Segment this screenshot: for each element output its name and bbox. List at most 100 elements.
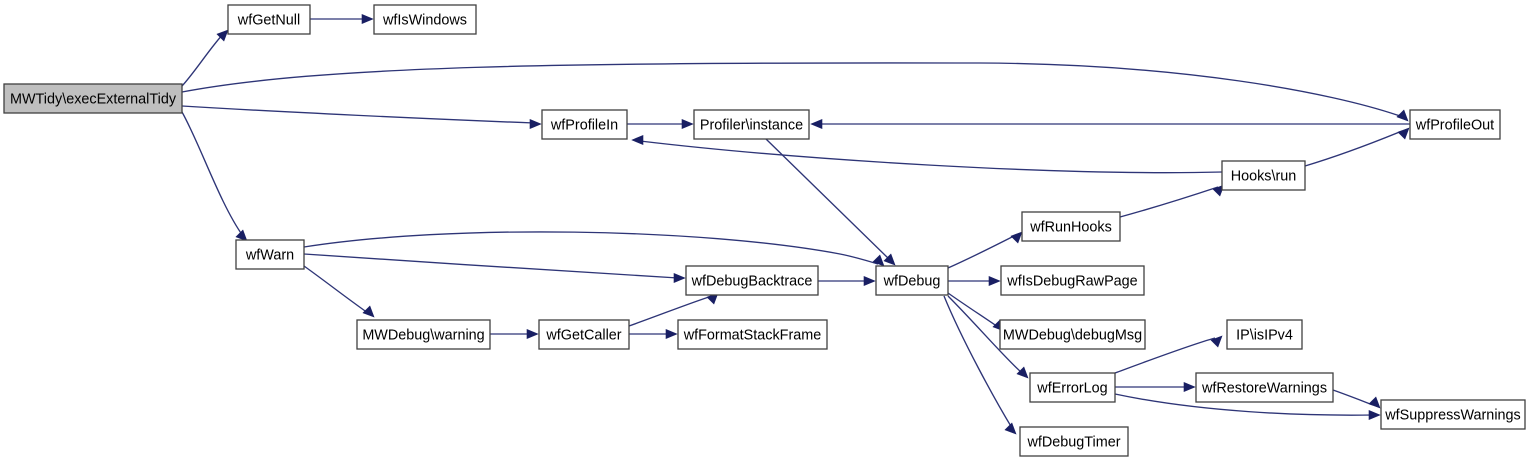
node-wfDebug[interactable]: wfDebug	[875, 265, 949, 296]
node-wfGetNull[interactable]: wfGetNull	[227, 4, 311, 35]
edge-line	[1114, 393, 1374, 416]
node-box[interactable]	[1226, 319, 1303, 350]
node-wfWarn[interactable]: wfWarn	[235, 239, 305, 270]
edge-line	[943, 295, 1013, 429]
node-label: wfRunHooks	[1029, 219, 1112, 235]
node-MWDebugWarning[interactable]: MWDebug\warning	[356, 319, 491, 350]
node-wfDebugTimer[interactable]: wfDebugTimer	[1019, 426, 1129, 457]
node-wfProfileOut[interactable]: wfProfileOut	[1409, 109, 1501, 140]
node-box[interactable]	[693, 109, 810, 140]
edge-wfErrorLog-to-wfSuppressWarnings	[1114, 393, 1381, 421]
arrowhead-icon	[216, 29, 229, 42]
node-label: wfGetCaller	[545, 327, 621, 343]
node-box[interactable]	[1221, 160, 1306, 191]
arrowhead-icon	[673, 272, 686, 284]
edge-line	[181, 62, 1401, 117]
node-box[interactable]	[677, 319, 828, 350]
node-label: wfProfileOut	[1415, 117, 1494, 133]
edge-MWDebugWarning-to-wfGetCaller	[490, 328, 539, 340]
edge-line	[303, 253, 679, 279]
edge-wfProfileIn-to-ProfilerInstance	[627, 118, 694, 130]
node-wfRunHooks[interactable]: wfRunHooks	[1021, 211, 1121, 242]
node-box[interactable]	[999, 319, 1146, 350]
edge-HooksRun-to-wfProfileIn	[631, 134, 1223, 174]
node-label: wfSuppressWarnings	[1384, 407, 1520, 423]
node-box[interactable]	[541, 109, 628, 140]
edge-execExternalTidy-to-wfWarn	[181, 111, 248, 242]
edge-line	[303, 231, 879, 265]
arrowhead-icon	[526, 328, 539, 340]
edge-execExternalTidy-to-wfGetNull	[181, 29, 229, 87]
node-box[interactable]	[227, 4, 311, 35]
node-label: wfFormatStackFrame	[683, 327, 822, 343]
arrowhead-icon	[362, 305, 375, 318]
node-label: wfIsWindows	[382, 12, 467, 28]
node-box[interactable]	[1029, 372, 1116, 403]
node-wfRestoreWarnings[interactable]: wfRestoreWarnings	[1195, 372, 1334, 403]
node-box[interactable]	[1380, 399, 1526, 430]
node-box[interactable]	[356, 319, 491, 350]
arrowhead-icon	[1368, 409, 1381, 421]
edge-line	[181, 105, 535, 124]
node-label: MWTidy\execExternalTidy	[10, 91, 177, 107]
edge-wfRestoreWarnings-to-wfSuppressWarnings	[1332, 389, 1381, 409]
edge-line	[181, 111, 244, 237]
node-layer: MWTidy\execExternalTidy wfGetNull wfIsWind…	[3, 4, 1526, 457]
node-wfProfileIn[interactable]: wfProfileIn	[541, 109, 628, 140]
node-label: MWDebug\debugMsg	[1003, 327, 1142, 343]
node-box[interactable]	[685, 265, 819, 296]
node-HooksRun[interactable]: Hooks\run	[1221, 160, 1306, 191]
node-box[interactable]	[1409, 109, 1501, 140]
node-ProfilerInstance[interactable]: Profiler\instance	[693, 109, 810, 140]
arrowhead-icon	[631, 134, 644, 146]
arrowhead-icon	[529, 118, 542, 130]
node-box[interactable]	[1000, 265, 1145, 296]
arrowhead-icon	[1210, 335, 1223, 348]
node-label: wfErrorLog	[1036, 380, 1107, 396]
node-wfSuppressWarnings[interactable]: wfSuppressWarnings	[1380, 399, 1526, 430]
node-box[interactable]	[1021, 211, 1121, 242]
node-box[interactable]	[373, 4, 477, 35]
node-wfIsWindows[interactable]: wfIsWindows	[373, 4, 477, 35]
arrowhead-icon	[361, 13, 374, 25]
node-IPisIPv4[interactable]: IP\isIPv4	[1226, 319, 1303, 350]
edge-line	[303, 265, 369, 314]
arrowhead-icon	[810, 118, 823, 130]
node-box[interactable]	[235, 239, 305, 270]
edge-wfGetNull-to-wfIsWindows	[310, 13, 374, 25]
node-MWDebugDebugMsg[interactable]: MWDebug\debugMsg	[999, 319, 1146, 350]
node-label: wfDebug	[883, 273, 941, 289]
arrowhead-icon	[1396, 109, 1409, 122]
edge-line	[765, 138, 891, 261]
arrowhead-icon	[1016, 366, 1029, 379]
arrowhead-icon	[863, 275, 876, 287]
node-box[interactable]	[538, 319, 630, 350]
node-box[interactable]	[1019, 426, 1129, 457]
node-wfErrorLog[interactable]: wfErrorLog	[1029, 372, 1116, 403]
arrowhead-icon	[1368, 396, 1381, 409]
edge-line	[947, 295, 1023, 374]
node-wfIsDebugRawPage[interactable]: wfIsDebugRawPage	[1000, 265, 1145, 296]
edge-wfDebug-to-wfIsDebugRawPage	[948, 275, 1001, 287]
node-wfDebugBacktrace[interactable]: wfDebugBacktrace	[685, 265, 819, 296]
arrowhead-icon	[1004, 422, 1017, 435]
arrowhead-icon	[1183, 381, 1196, 393]
edge-line	[947, 292, 999, 328]
node-execExternalTidy[interactable]: MWTidy\execExternalTidy	[3, 83, 183, 114]
arrowhead-icon	[235, 229, 248, 242]
arrowhead-icon	[1010, 231, 1023, 244]
node-box[interactable]	[1195, 372, 1334, 403]
node-box[interactable]	[875, 265, 949, 296]
edge-execExternalTidy-to-wfProfileOut	[181, 62, 1409, 122]
node-label: MWDebug\warning	[362, 327, 484, 343]
edge-line	[628, 295, 713, 327]
node-wfFormatStackFrame[interactable]: wfFormatStackFrame	[677, 319, 828, 350]
edge-line	[1304, 130, 1403, 167]
arrowhead-icon	[665, 328, 678, 340]
node-wfGetCaller[interactable]: wfGetCaller	[538, 319, 630, 350]
node-label: wfDebugTimer	[1026, 434, 1120, 450]
edge-line	[1119, 186, 1219, 218]
edge-wfErrorLog-to-IPisIPv4	[1114, 335, 1223, 374]
node-box[interactable]	[3, 83, 183, 114]
